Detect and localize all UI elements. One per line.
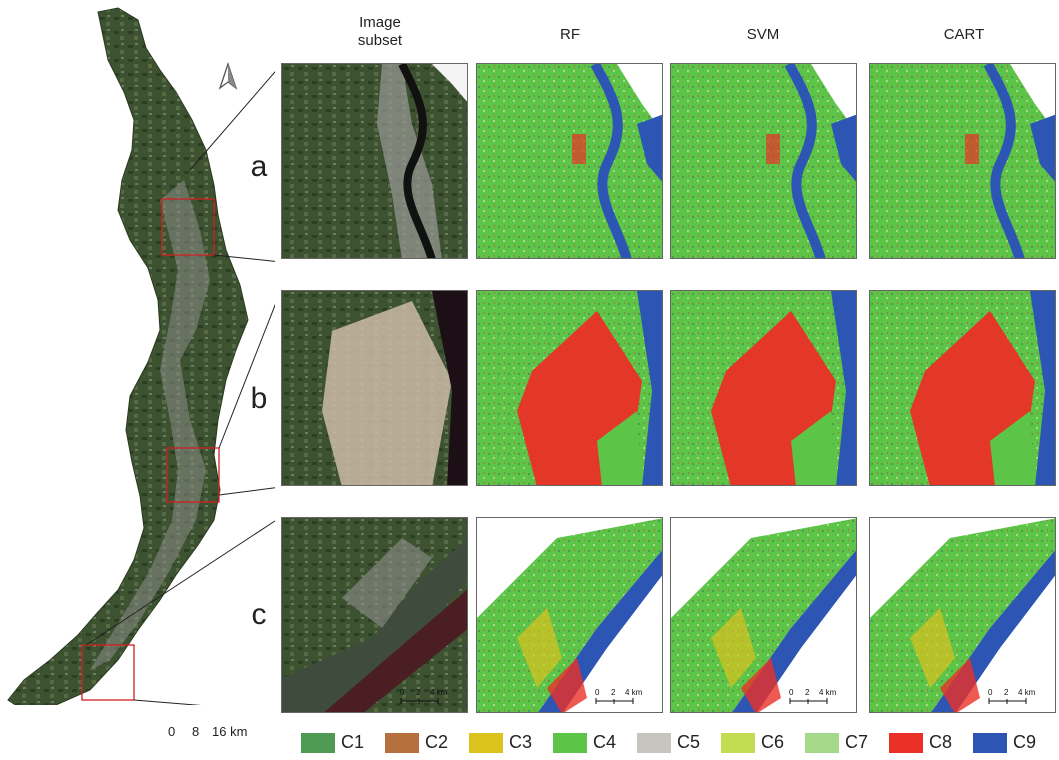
- legend-item-c9: C9: [973, 731, 1053, 755]
- panel-scale-bar: 0 2 4 km: [400, 688, 456, 708]
- legend-item-c4: C4: [553, 731, 633, 755]
- legend-swatch: [889, 733, 923, 753]
- legend-swatch: [637, 733, 671, 753]
- panel-c-svm: 0 2 4 km: [670, 517, 857, 713]
- legend-label: C5: [677, 732, 701, 752]
- panel-scale-label-4: 4 km: [625, 688, 643, 697]
- panel-b-svm: [670, 290, 857, 486]
- column-header-image-subset: Image subset: [357, 14, 403, 49]
- overview-floodplain: [90, 180, 210, 670]
- legend-swatch: [553, 733, 587, 753]
- north-arrow-icon: [218, 61, 238, 90]
- legend-item-c2: C2: [385, 731, 465, 755]
- panel-scale-bar: 0 2 4 km: [789, 688, 845, 708]
- legend-swatch: [469, 733, 503, 753]
- panel-a-subset: [281, 63, 468, 259]
- legend-item-c7: C7: [805, 731, 885, 755]
- panel-scale-label-4: 4 km: [430, 688, 448, 697]
- panel-scale-label-2: 2: [1004, 688, 1009, 697]
- legend-swatch: [385, 733, 419, 753]
- legend-label: C4: [593, 732, 617, 752]
- panel-b-rf: [476, 290, 663, 486]
- legend-swatch: [301, 733, 335, 753]
- overview-box-c: [81, 644, 135, 701]
- row-label-a: a: [250, 150, 268, 183]
- row-label-b: b: [250, 382, 268, 415]
- legend-item-c1: C1: [301, 731, 381, 755]
- legend-item-c8: C8: [889, 731, 969, 755]
- overview-landmass: [7, 7, 249, 705]
- panel-a-svm: [670, 63, 857, 259]
- legend-item-c3: C3: [469, 731, 549, 755]
- overview-scale-label-8: 8: [192, 724, 200, 739]
- legend-label: C7: [845, 732, 869, 752]
- panel-b-cart: [869, 290, 1056, 486]
- column-header-rf: RF: [560, 26, 580, 43]
- legend-swatch: [721, 733, 755, 753]
- legend-swatch: [973, 733, 1007, 753]
- legend-label: C2: [425, 732, 449, 752]
- panel-scale-bar: 0 2 4 km: [595, 688, 651, 708]
- panel-a-cart: [869, 63, 1056, 259]
- panel-scale-label-0: 0: [400, 688, 405, 697]
- row-label-c: c: [251, 598, 267, 631]
- overview-box-b: [166, 447, 220, 503]
- legend-label: C1: [341, 732, 365, 752]
- legend-label: C8: [929, 732, 953, 752]
- overview-scale-label-16: 16 km: [212, 724, 248, 739]
- overview-map: [7, 7, 275, 705]
- panel-c-subset: 0 2 4 km: [281, 517, 468, 713]
- legend-item-c6: C6: [721, 731, 801, 755]
- legend-label: C3: [509, 732, 533, 752]
- panel-scale-bar: 0 2 4 km: [988, 688, 1044, 708]
- panel-scale-label-4: 4 km: [1018, 688, 1036, 697]
- legend-item-c5: C5: [637, 731, 717, 755]
- legend-label: C6: [761, 732, 785, 752]
- panel-scale-label-2: 2: [416, 688, 421, 697]
- panel-scale-label-0: 0: [595, 688, 600, 697]
- column-header-cart: CART: [943, 26, 985, 43]
- overview-scale-label-0: 0: [168, 724, 176, 739]
- column-header-svm: SVM: [746, 26, 780, 43]
- panel-scale-label-0: 0: [789, 688, 794, 697]
- panel-scale-label-0: 0: [988, 688, 993, 697]
- legend-label: C9: [1013, 732, 1037, 752]
- panel-scale-label-4: 4 km: [819, 688, 837, 697]
- panel-b-subset: [281, 290, 468, 486]
- panel-a-rf: [476, 63, 663, 259]
- overview-box-a: [161, 198, 215, 256]
- panel-scale-label-2: 2: [805, 688, 810, 697]
- panel-c-rf: 0 2 4 km: [476, 517, 663, 713]
- panel-scale-label-2: 2: [611, 688, 616, 697]
- legend-swatch: [805, 733, 839, 753]
- panel-c-cart: 0 2 4 km: [869, 517, 1056, 713]
